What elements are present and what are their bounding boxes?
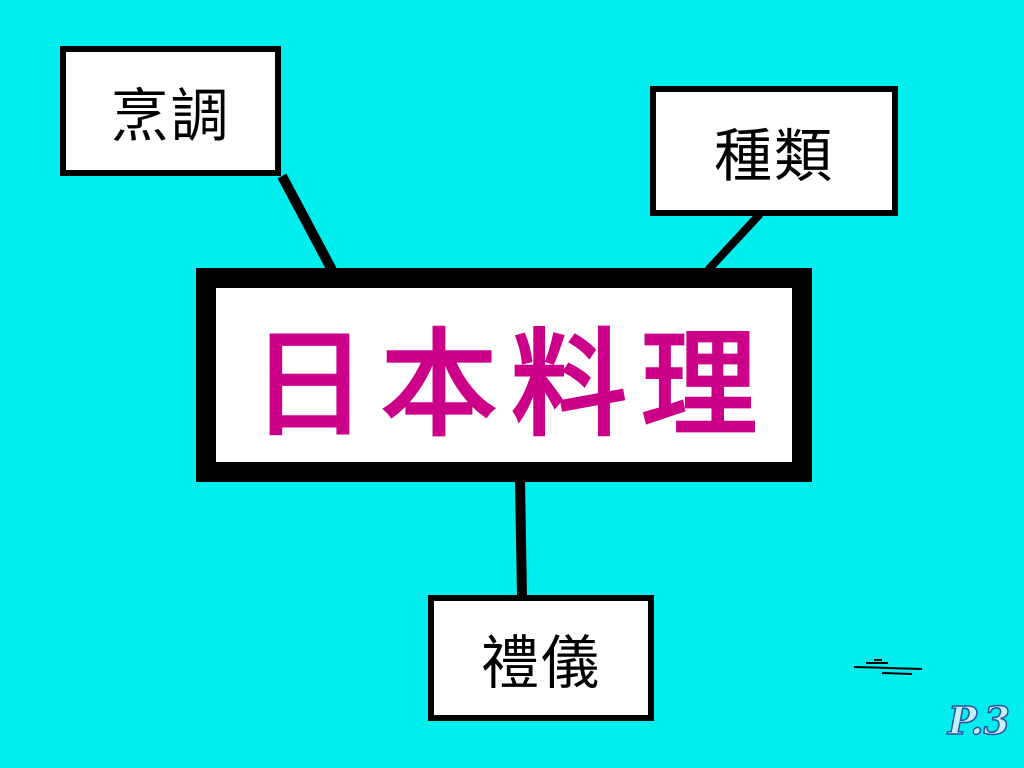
node-types-label: 種類 [713,122,834,190]
node-cooking-label: 烹調 [110,82,231,150]
connector-types [705,211,763,273]
connector-etiquette [515,479,527,598]
node-cooking: 烹調 [60,46,281,176]
node-etiquette: 禮儀 [428,595,654,721]
node-center: 日本料理 [196,268,812,482]
center-label: 日本料理 [251,318,771,453]
page-number: P.3 [947,697,1010,744]
nav-arrow-icon [853,659,923,675]
node-types: 種類 [650,86,898,216]
node-etiquette-label: 禮儀 [480,629,601,697]
connector-cooking [277,173,337,273]
